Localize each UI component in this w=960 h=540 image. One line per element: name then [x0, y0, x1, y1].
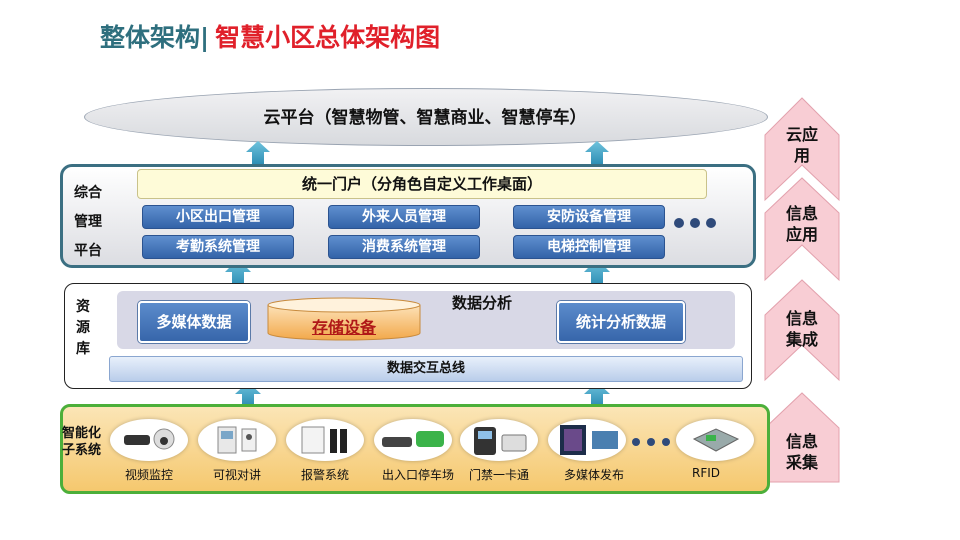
- side-label-text: 信息集成: [785, 309, 818, 349]
- up-arrow-icon: [235, 382, 261, 405]
- mgmt-module-button: 小区出口管理: [142, 205, 294, 229]
- mgmt-module-button: 外来人员管理: [328, 205, 480, 229]
- mgmt-module-button: 电梯控制管理: [513, 235, 665, 259]
- up-arrow-icon: [585, 141, 609, 164]
- res-side-label-2: 源: [76, 320, 90, 336]
- up-arrow-icon: [584, 382, 610, 405]
- device-caption: 门禁一卡通: [468, 468, 529, 482]
- mgmt-module-button: 安防设备管理: [513, 205, 665, 229]
- device-caption: 报警系统: [300, 468, 349, 482]
- access-card-icon: [460, 419, 538, 461]
- title-main: 智慧小区总体架构图: [215, 23, 441, 52]
- side-label-info-collection: 信息采集: [772, 431, 832, 473]
- media-display-icon: [548, 419, 626, 461]
- mgmt-module-button: 消费系统管理: [328, 235, 480, 259]
- page-title: 整体架构|智慧小区总体架构图: [100, 18, 440, 54]
- alarm-icon: [286, 419, 364, 461]
- cloud-platform-ellipse: [84, 88, 768, 146]
- side-label-text: 信息应用: [785, 204, 818, 244]
- device-caption: 多媒体发布: [563, 468, 624, 482]
- parking-barrier-icon: [374, 419, 452, 461]
- side-label-text: 云应用: [785, 125, 818, 165]
- data-analysis-label: 数据分析: [452, 294, 513, 312]
- side-label-text: 信息采集: [785, 432, 818, 472]
- side-label-info-integration: 信息集成: [772, 308, 832, 350]
- side-chevron-icon: [764, 97, 840, 483]
- mgmt-side-label-2: 管理: [74, 214, 102, 230]
- res-side-label-3: 库: [76, 341, 90, 357]
- rfid-reader-icon: [676, 419, 754, 461]
- device-caption: 可视对讲: [212, 468, 261, 482]
- unified-portal: 统一门户（分角色自定义工作桌面）: [137, 169, 707, 199]
- camera-icon: [110, 419, 188, 461]
- device-caption: RFID: [691, 466, 721, 480]
- device-caption: 出入口停车场: [381, 468, 454, 482]
- mgmt-side-label-1: 综合: [74, 185, 102, 201]
- intercom-icon: [198, 419, 276, 461]
- devices-side-label: 智能化子系统: [62, 426, 102, 458]
- cloud-platform-label: 云平台（智慧物管、智慧商业、智慧停车）: [263, 108, 587, 128]
- storage-cylinder-icon: [267, 297, 421, 341]
- title-prefix: 整体架构|: [100, 23, 210, 52]
- res-side-label-1: 资: [76, 299, 90, 315]
- storage-device-label: 存储设备: [311, 318, 376, 337]
- mgmt-module-button: 考勤系统管理: [142, 235, 294, 259]
- side-label-cloud-app: 云应用: [772, 124, 832, 166]
- more-dots-icon: [674, 218, 716, 228]
- data-exchange-bus: 数据交互总线: [109, 356, 743, 382]
- multimedia-data-box: 多媒体数据: [138, 301, 250, 343]
- device-caption: 视频监控: [124, 468, 173, 482]
- up-arrow-icon: [246, 141, 270, 164]
- side-label-info-app: 信息应用: [772, 203, 832, 245]
- more-dots-icon: [632, 438, 670, 446]
- mgmt-side-label-3: 平台: [74, 243, 102, 259]
- statistics-data-box: 统计分析数据: [557, 301, 685, 343]
